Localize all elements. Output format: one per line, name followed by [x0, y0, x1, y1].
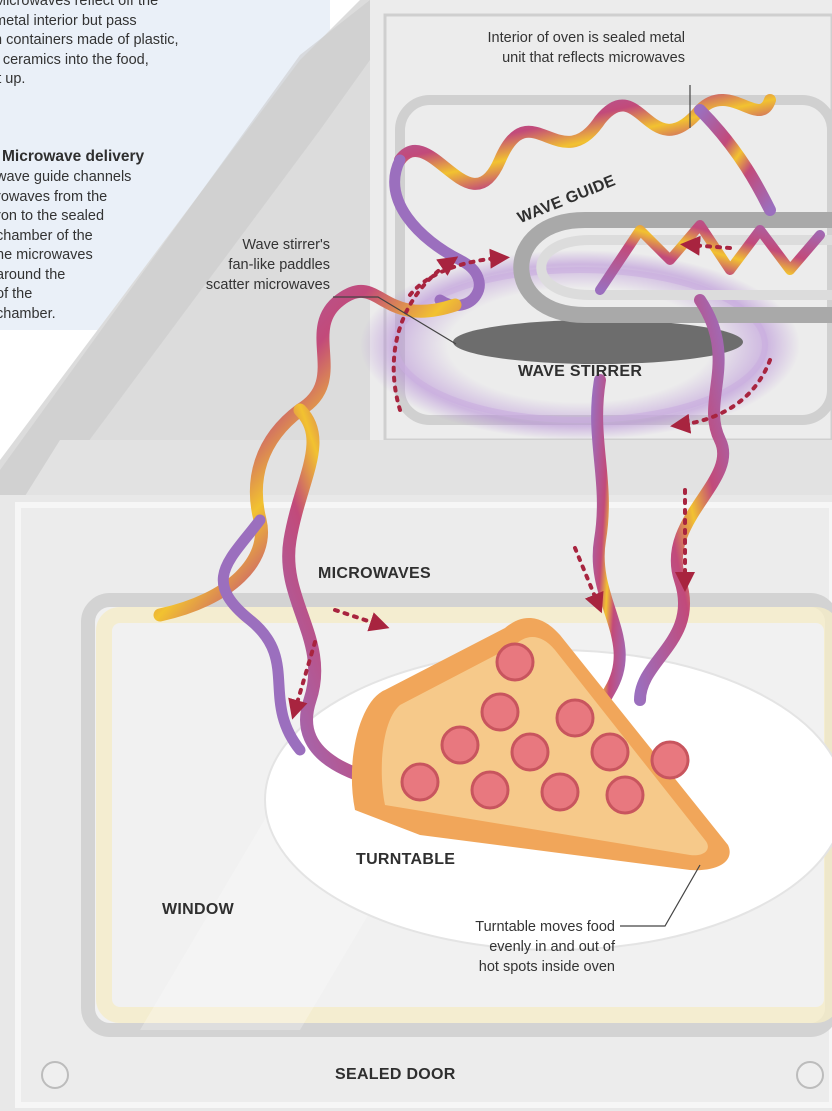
intro-line: r ceramics into the food,	[0, 51, 244, 71]
intro-line: it up.	[0, 70, 244, 90]
turntable-callout: Turntable moves food evenly in and out o…	[420, 917, 615, 977]
delivery-heading: Microwave delivery	[2, 148, 144, 166]
pepperoni	[472, 772, 508, 808]
intro-line: metal interior but pass	[0, 12, 244, 32]
stirrer-paddles	[453, 320, 743, 364]
delivery-line: of the	[0, 285, 206, 305]
pepperoni	[557, 700, 593, 736]
delivery-text: wave guide channels rowaves from the ron…	[0, 168, 206, 324]
turntable-callout-line: hot spots inside oven	[420, 957, 615, 977]
turntable-label: TURNTABLE	[356, 851, 455, 869]
delivery-line: chamber of the	[0, 227, 206, 247]
door-screw-right	[797, 1062, 823, 1088]
delivery-line: wave guide channels	[0, 168, 206, 188]
delivery-line: chamber.	[0, 305, 206, 325]
interior-callout-line: Interior of oven is sealed metal	[405, 28, 685, 48]
delivery-line: around the	[0, 266, 206, 286]
delivery-line: he microwaves	[0, 246, 206, 266]
window-label: WINDOW	[162, 901, 234, 919]
pepperoni	[497, 644, 533, 680]
pepperoni	[402, 764, 438, 800]
pepperoni	[442, 727, 478, 763]
pepperoni	[592, 734, 628, 770]
intro-text: Microwaves reflect off the metal interio…	[0, 0, 244, 90]
sealed-door-label: SEALED DOOR	[335, 1066, 456, 1084]
microwaves-label: MICROWAVES	[318, 565, 431, 583]
delivery-line: ron to the sealed	[0, 207, 206, 227]
stirrer-callout-line: Wave stirrer's	[180, 235, 330, 255]
door-screw-left	[42, 1062, 68, 1088]
stirrer-callout-line: fan-like paddles	[180, 255, 330, 275]
turntable-callout-line: Turntable moves food	[420, 917, 615, 937]
pepperoni	[512, 734, 548, 770]
stirrer-callout: Wave stirrer's fan-like paddles scatter …	[180, 235, 330, 295]
interior-callout: Interior of oven is sealed metal unit th…	[405, 28, 685, 68]
pepperoni	[542, 774, 578, 810]
intro-line: Microwaves reflect off the	[0, 0, 244, 12]
wave-stirrer-label: WAVE STIRRER	[518, 363, 642, 381]
stirrer-callout-line: scatter microwaves	[180, 275, 330, 295]
turntable-callout-line: evenly in and out of	[420, 937, 615, 957]
pepperoni	[652, 742, 688, 778]
pepperoni	[607, 777, 643, 813]
pepperoni	[482, 694, 518, 730]
intro-line: n containers made of plastic,	[0, 31, 244, 51]
delivery-line: rowaves from the	[0, 188, 206, 208]
interior-callout-line: unit that reflects microwaves	[405, 48, 685, 68]
